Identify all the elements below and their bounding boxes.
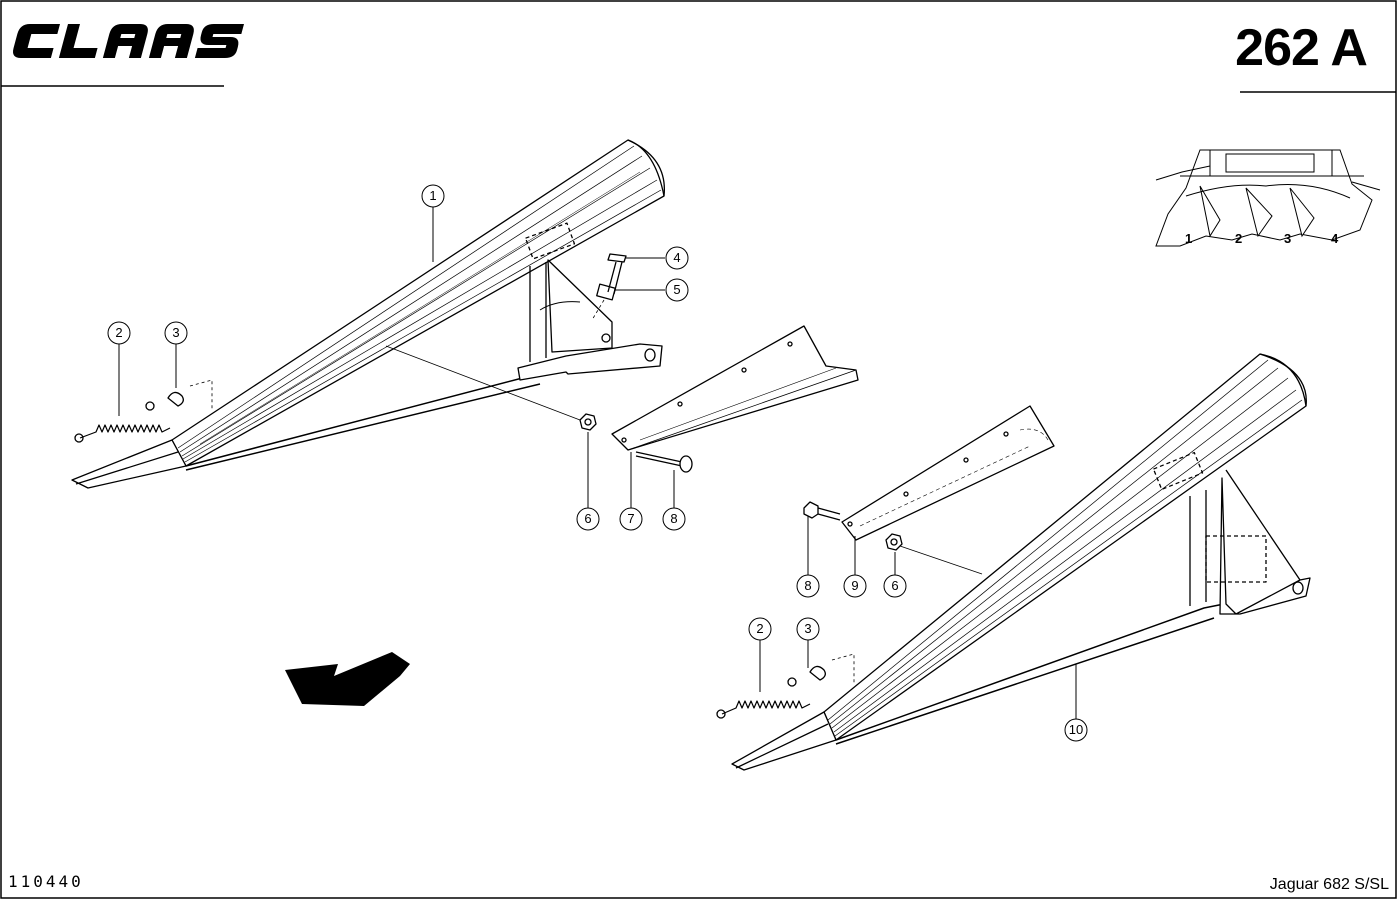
svg-text:8: 8 bbox=[670, 511, 677, 526]
callout-bubbles-right: 2 3 8 9 6 10 bbox=[748, 574, 1088, 742]
svg-text:6: 6 bbox=[891, 578, 898, 593]
svg-text:2: 2 bbox=[756, 621, 763, 636]
support-post-left bbox=[529, 262, 547, 362]
svg-text:1: 1 bbox=[429, 188, 436, 203]
callout-4: 4 bbox=[665, 246, 689, 270]
callout-8: 8 bbox=[796, 574, 820, 598]
divider-tip-left bbox=[71, 439, 187, 489]
divider-tip-right bbox=[731, 711, 837, 771]
skid-rod-right bbox=[835, 603, 1225, 745]
bolt-8-right bbox=[803, 501, 819, 519]
document-number: 110440 bbox=[8, 872, 84, 891]
model-name: Jaguar 682 S/SL bbox=[1269, 876, 1389, 893]
svg-text:3: 3 bbox=[172, 325, 179, 340]
svg-text:4: 4 bbox=[673, 250, 680, 265]
inset-row-label: 3 bbox=[1284, 231, 1291, 246]
callout-1: 1 bbox=[421, 184, 445, 208]
callout-8: 8 bbox=[662, 507, 686, 531]
callout-6: 6 bbox=[883, 574, 907, 598]
callouts-right bbox=[759, 516, 1077, 719]
callout-5: 5 bbox=[665, 278, 689, 302]
callouts-left bbox=[118, 207, 675, 508]
svg-text:6: 6 bbox=[584, 511, 591, 526]
inset-row-label: 4 bbox=[1331, 231, 1339, 246]
svg-text:10: 10 bbox=[1069, 722, 1083, 737]
svg-text:8: 8 bbox=[804, 578, 811, 593]
inset-row-label: 1 bbox=[1185, 231, 1192, 246]
inset-row-labels: 1 2 3 4 bbox=[1185, 231, 1339, 246]
bolt-4 bbox=[607, 253, 627, 295]
direction-arrow-icon bbox=[285, 652, 410, 706]
inset-header-overview bbox=[1155, 149, 1381, 247]
inset-row-label: 2 bbox=[1235, 231, 1242, 246]
right-divider-assembly bbox=[716, 353, 1311, 771]
deflector-plate-9 bbox=[841, 405, 1055, 541]
callout-3: 3 bbox=[796, 617, 820, 641]
callout-2: 2 bbox=[748, 617, 772, 641]
svg-text:5: 5 bbox=[673, 282, 680, 297]
callout-10: 10 bbox=[1064, 718, 1088, 742]
support-post-right bbox=[1189, 490, 1207, 606]
callout-bubbles-left: 1 2 3 4 5 6 7 8 bbox=[107, 184, 689, 531]
callout-3: 3 bbox=[164, 321, 188, 345]
callout-9: 9 bbox=[843, 574, 867, 598]
svg-text:2: 2 bbox=[115, 325, 122, 340]
svg-text:3: 3 bbox=[804, 621, 811, 636]
left-divider-assembly bbox=[71, 139, 859, 489]
clip-right bbox=[809, 665, 826, 681]
clip-left bbox=[167, 391, 184, 407]
nut-6-right bbox=[885, 533, 903, 551]
svg-text:9: 9 bbox=[851, 578, 858, 593]
callout-2: 2 bbox=[107, 321, 131, 345]
svg-text:7: 7 bbox=[627, 511, 634, 526]
spring-right bbox=[721, 700, 811, 715]
bolt-8-left bbox=[635, 451, 683, 467]
callout-7: 7 bbox=[619, 507, 643, 531]
spring-left bbox=[79, 424, 171, 439]
nut-5 bbox=[596, 283, 616, 301]
callout-6: 6 bbox=[576, 507, 600, 531]
nut-6-left bbox=[579, 413, 597, 431]
page-number: 262 A bbox=[1235, 19, 1368, 77]
brand-logo bbox=[13, 24, 244, 58]
